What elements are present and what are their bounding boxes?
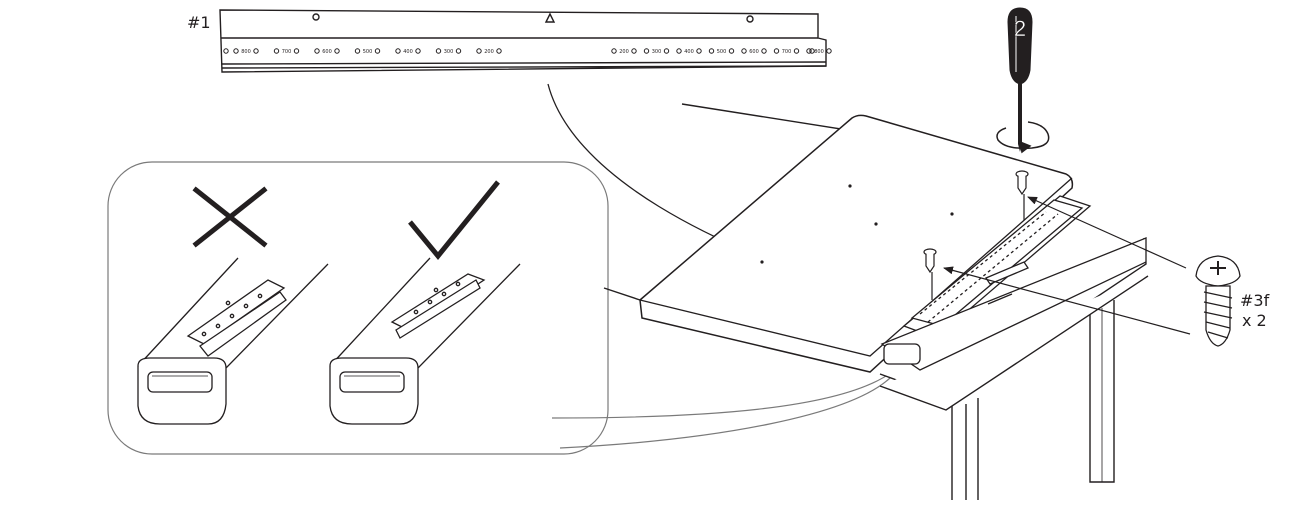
screw-arrows [943,196,1191,335]
rail-hole [741,48,747,54]
beam-correct-orientation [329,257,521,425]
rail-hole [273,48,280,54]
rail-hole [676,48,682,54]
rail-hole-label: 700 [282,49,292,55]
rail-hole [476,48,482,54]
rail-hole [728,48,735,54]
screw-icon [1195,255,1241,347]
cross-mark-icon [192,186,268,248]
rail-hole [826,48,832,54]
inset-connector-line [551,371,893,419]
beam-wrong-orientation [137,257,329,425]
rail-hole-label: 200 [619,49,629,55]
rail-hole [643,48,650,54]
rail-holes: 800 700 600 500 400 300 200 200 300 400 500 600 700 8… [223,48,832,55]
screw-quantity-label: x 2 [1242,311,1267,330]
check-mark-icon [408,180,500,260]
step-number: 2 [1014,16,1026,41]
rail-hole [496,48,502,54]
rail-hole [334,48,340,54]
rail-hole [293,48,300,54]
rail-hole [455,48,462,54]
inset-connector-line-lower [559,377,891,449]
rail-hole-label: 700 [782,49,792,55]
desk-top-edge [639,177,1073,357]
rail-hole-label: 300 [652,49,662,55]
detail-inset [107,161,609,455]
rail-hole [806,48,812,54]
rail-hole [708,48,715,54]
board-dots [760,184,954,264]
rail-hole-label: 400 [684,49,694,55]
rail-hole-label: 600 [749,49,759,55]
rail-hole-label: 500 [717,49,727,55]
rail-hole [253,48,259,54]
rail-hole [395,48,401,54]
rail-hole [773,48,780,54]
rail-hole [233,48,239,54]
mounting-rail [219,9,827,73]
rail-hole [761,48,767,54]
rail-end-hole [809,48,815,54]
rail-hole [415,48,421,54]
installed-rail [880,195,1147,371]
rail-hole-label: 500 [363,49,373,55]
rail-hole-label: 600 [322,49,332,55]
screw-code-label: #3f [1240,291,1270,310]
rail-hole-label: 800 [814,49,824,55]
rail-hole [374,48,381,54]
rail-hole [793,48,800,54]
rail-hole [663,48,670,54]
rail-hole [696,48,702,54]
rail-hole [611,48,617,54]
rail-hole-label: 200 [484,49,494,55]
rail-hole [354,48,361,54]
rail-hole-label: 800 [241,49,251,55]
clockwise-rotation-icon [996,121,1050,154]
rail-hole-label: 400 [403,49,413,55]
part-label: #1 [187,13,211,32]
rail-end-hole [223,48,229,54]
rail-hole [314,48,320,54]
rail-hole [435,48,442,54]
rail-hole-label: 300 [444,49,454,55]
installed-screw-left [923,248,937,300]
installed-screw-right [1015,170,1029,220]
rail-hole [631,48,637,54]
desk-top-board [639,114,1074,373]
